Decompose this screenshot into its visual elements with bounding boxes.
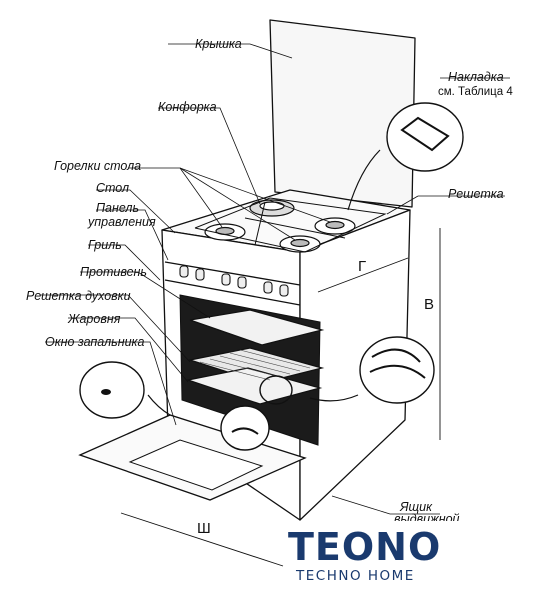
control-knobs (179, 265, 289, 297)
label-ignition-window: Окно запальника (45, 335, 145, 349)
label-table-burners: Горелки стола (54, 159, 142, 173)
oven-door-glass (128, 439, 264, 491)
label-oven-rack: Решетка духовки (26, 289, 131, 303)
dimension-height: В (424, 296, 435, 313)
label-overlay-line1: Накладка (448, 70, 504, 84)
baking-tray (189, 309, 325, 346)
label-roasting-pan: Жаровня (68, 312, 121, 326)
rack-wires (199, 349, 311, 381)
label-drawer-line2: выдвижной (394, 512, 460, 521)
label-grate: Решетка (448, 187, 504, 201)
dimension-width: Ш (197, 520, 211, 537)
label-overlay-line2: см. Таблица 4 (438, 86, 513, 98)
grate-corner-zoom (359, 336, 435, 404)
label-baking-tray: Противень (80, 265, 147, 279)
label-grill: Гриль (88, 238, 122, 252)
dimension-lines (120, 228, 441, 567)
brand-logo: TEONO (288, 525, 442, 569)
roasting-pan (185, 367, 323, 405)
leader-lines (40, 43, 510, 515)
ignition-window-zoom (79, 361, 145, 419)
label-control-panel-line1: Панель (96, 201, 140, 215)
lid (269, 19, 416, 208)
label-table: Стол (96, 181, 130, 195)
label-lid: Крышка (195, 37, 242, 51)
burners (204, 199, 356, 253)
brand-tagline: TECHNO HOME (296, 568, 415, 584)
label-drawer-line1: Ящик (400, 500, 433, 514)
overlay-zoom (386, 102, 464, 172)
label-control-panel-line2: управления (88, 215, 156, 229)
cooktop-grate (194, 197, 387, 253)
dimension-depth: Г (358, 258, 367, 275)
label-burner: Конфорка (158, 100, 217, 114)
